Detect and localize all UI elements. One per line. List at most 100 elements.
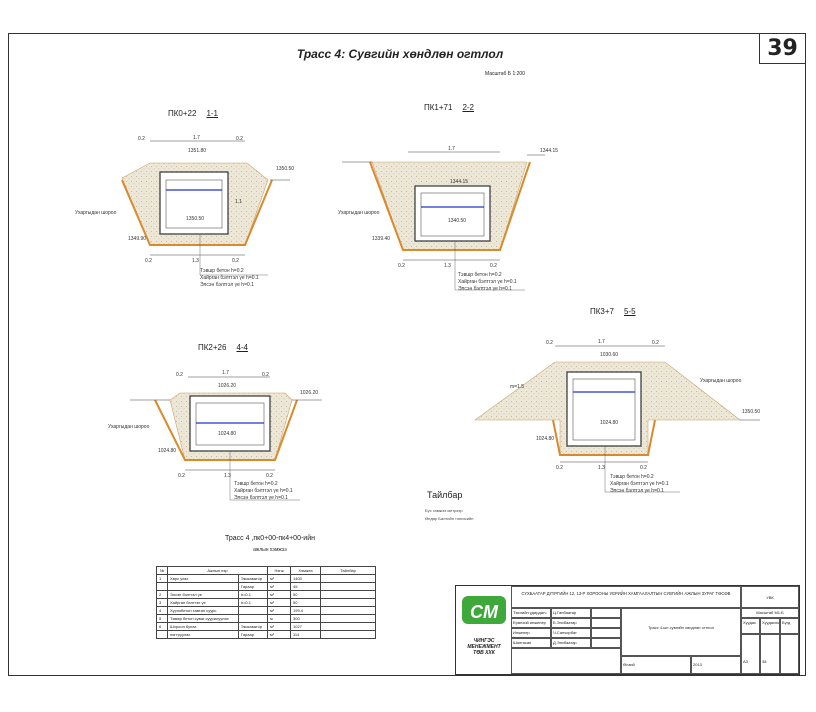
table-cell	[237, 614, 269, 623]
table-header-cell: Хэмжээ	[290, 566, 321, 575]
elev-text: 1351.80	[188, 148, 206, 154]
table-cell: м³	[267, 598, 291, 607]
table-cell: Төмөр бетон суваг суурилуулах	[167, 614, 239, 623]
elev-text: 1024.80	[536, 436, 554, 442]
cross-section-1-1	[121, 140, 290, 276]
company-logo-area: CM ЧИНГЭС МЕНЕЖМЕНТ ТӨВ ХХК	[456, 586, 511, 674]
table-cell	[320, 598, 376, 607]
layer-text: Тэвшр бетон h=0.2	[200, 268, 244, 274]
dim-text: 0.2	[262, 372, 269, 378]
blank-cell	[511, 648, 621, 674]
scale-label: Масштаб М1:Б	[741, 608, 799, 618]
table-cell: 1027	[290, 622, 321, 631]
dim-text: 0.2	[145, 258, 152, 264]
dim-text: 0.2	[232, 258, 239, 264]
layer-text: Элсэн бэлтгэл үе h=0.1	[234, 495, 288, 501]
table-cell: 4	[156, 606, 168, 615]
dim-text: 0.2	[176, 372, 183, 378]
section-number: 1-1	[206, 109, 218, 118]
table-cell: м³	[267, 582, 291, 591]
table-cell: 1	[156, 574, 168, 583]
note-line: Өндөр Балтийн тэнгисийн	[425, 516, 474, 521]
elev-text: 1024.80	[158, 448, 176, 454]
dim-text: 1.7	[193, 135, 200, 141]
table-cell: нягтруулах	[167, 630, 239, 639]
cross-section-2-2	[342, 151, 545, 291]
dim-text: 0.2	[138, 136, 145, 142]
table-cell: Экскаватор	[237, 574, 269, 583]
role-cell: Шалгасан	[511, 638, 551, 648]
soil-text: Ухаргыдан шороо	[108, 424, 150, 430]
signature-cell	[591, 628, 621, 638]
elev-text: 1340.50	[448, 218, 466, 224]
dim-text: 0.2	[546, 340, 553, 346]
section-station: ПК3+7	[590, 307, 614, 316]
table-cell: 50	[290, 598, 321, 607]
table-cell: 2	[156, 590, 168, 599]
page-number: 39	[759, 34, 805, 64]
table-cell	[320, 622, 376, 631]
table-cell: 300	[290, 614, 321, 623]
table-cell: 5	[156, 614, 168, 623]
layer-text: Элсэн бэлтгэл үе h=0.1	[458, 286, 512, 292]
layer-text: Элсэн бэлтгэл үе h=0.1	[610, 488, 664, 494]
channel-inner	[195, 402, 265, 446]
table-cell: м³	[267, 630, 291, 639]
col-label: Хуудас	[741, 618, 760, 634]
elev-text: 1030.60	[600, 352, 618, 358]
table-cell: м³	[267, 622, 291, 631]
soil-text: Ухаргыдан шороо	[700, 378, 742, 384]
table-header-row: № Ажлын нэр Нэгж Хэмжээ Тайлбар	[156, 566, 376, 575]
slope-text: m=1.5	[510, 384, 524, 390]
project-code: УВК	[741, 586, 799, 608]
company-name-line: ЧИНГЭС	[473, 638, 495, 644]
table-cell: Шороон булах	[167, 622, 239, 631]
role-cell: Төслийн удирдагч	[511, 608, 551, 618]
table-cell: Гараар	[237, 630, 269, 639]
dim-text: 1.3	[192, 258, 199, 264]
dim-text: 0.2	[178, 473, 185, 479]
elev-text: 1344.15	[540, 148, 558, 154]
place-cell: Өлзий	[621, 656, 691, 674]
table-cell: Элсэн бэлтгэл үе	[167, 590, 239, 599]
note-title: Тайлбар	[427, 490, 463, 500]
table-cell	[167, 582, 239, 591]
section-base-layer	[552, 419, 656, 456]
sheet-cell: 38	[760, 634, 780, 674]
table-cell: Хөрс ухах	[167, 574, 239, 583]
name-cell: Б.Энхбаатар	[551, 618, 591, 628]
table-header-cell: Нэгж	[267, 566, 291, 575]
dim-text: 1.3	[598, 465, 605, 471]
table-cell: Экскаватор	[237, 622, 269, 631]
elev-text: 1026.20	[218, 383, 236, 389]
table-cell	[156, 630, 168, 639]
name-cell: Ц.Ганбаатар	[551, 608, 591, 618]
stage-cell: АЗ	[741, 634, 760, 674]
drawing-name: Трасс 4-ын сувгийн хөндлөн огтлол	[621, 608, 741, 656]
volume-table-title: Трасс 4 ,пк0+00-пк4+00-ийн	[225, 535, 315, 542]
layer-text: Хайрган бэлтгэл үе h=0.1	[234, 487, 293, 494]
table-cell: 6	[156, 622, 168, 631]
table-cell	[237, 606, 269, 615]
elev-text: 1350.50	[186, 216, 204, 222]
dim-text: 1.7	[222, 370, 229, 376]
total-cell	[780, 634, 799, 674]
title-block-stamp: CM ЧИНГЭС МЕНЕЖМЕНТ ТӨВ ХХК СҮХБААТАР ДҮ…	[455, 585, 800, 675]
dim-text: 0.2	[556, 465, 563, 471]
elev-text: 1024.80	[218, 431, 236, 437]
dim-text: 1.3	[444, 263, 451, 269]
table-cell: Гараар	[237, 582, 269, 591]
volume-table-subtitle: ажлын хэмжээ	[253, 547, 287, 553]
dim-text: 1.7	[598, 339, 605, 345]
table-cell: 1400	[290, 574, 321, 583]
table-cell: м³	[267, 574, 291, 583]
table-cell	[320, 614, 376, 623]
section-number: 5-5	[623, 307, 636, 316]
drawing-scale: Масштаб Б 1:200	[485, 71, 525, 77]
